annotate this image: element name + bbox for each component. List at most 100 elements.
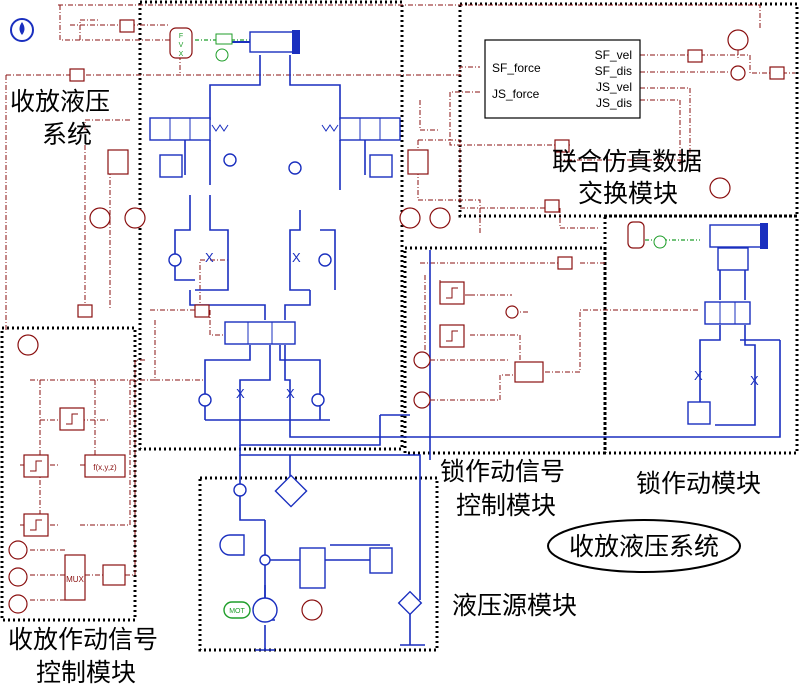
retract-signal-blocks: [69, 19, 785, 318]
mux-label: MUX: [66, 575, 84, 584]
node-check: [259, 554, 271, 566]
const-lock-2: [413, 391, 431, 409]
pressure-source-signal: [301, 599, 323, 621]
label-cosim-2: 交换模块: [578, 179, 678, 208]
label-lock-signal-2: 控制模块: [456, 491, 556, 520]
check-valve-6: [311, 393, 325, 407]
label-hydraulic-source: 液压源模块: [452, 591, 577, 620]
switch-block-left: [107, 149, 129, 175]
pressure-valve: [299, 547, 326, 589]
check-valve-5: [198, 393, 212, 407]
svg-text:X: X: [750, 373, 759, 388]
lock-directional-valve: [704, 301, 751, 325]
mux-block: [64, 554, 86, 601]
hydraulic-source-boundary: [198, 476, 439, 652]
source-left-1: [89, 207, 111, 229]
lock-cylinder-body: [717, 247, 749, 271]
cylinder-cap: [292, 30, 300, 54]
label-cosim-1: 联合仿真数据: [552, 147, 702, 176]
source-cosim: [709, 177, 731, 199]
lock-actuator-components: X X: [627, 221, 768, 425]
retract-components: X X X X F V X: [149, 27, 401, 407]
label-lock-actuator: 锁作动模块: [636, 469, 761, 498]
system-title-group: 收放液压系统: [547, 519, 741, 573]
relief-valve-source: [369, 547, 393, 574]
svg-text:X: X: [205, 250, 214, 265]
svg-text:X: X: [694, 368, 703, 383]
const-ctrl-2: [8, 567, 28, 587]
retract-cylinder: [249, 31, 299, 53]
mass-node-retract: [215, 48, 229, 62]
module-boundaries: [0, 0, 799, 652]
label-retract-hydraulic-1: 收放液压: [10, 87, 110, 116]
signal-wiring: [5, 4, 795, 601]
const-ctrl-3: [8, 594, 28, 614]
gain-block-6: [544, 199, 560, 213]
function-block-label: f(x,y,z): [93, 463, 117, 472]
sum-junction-cosim: [730, 65, 746, 81]
cosim-output-0: SF_vel: [595, 48, 632, 62]
label-lock-signal-1: 锁作动信号: [440, 457, 565, 486]
check-valve-4: [318, 253, 332, 267]
hydraulic-drop-icon[interactable]: [10, 18, 34, 42]
svg-text:F: F: [179, 33, 183, 40]
hydraulic-source-components: MOT: [219, 474, 423, 623]
cosim-block: SF_force JS_force SF_vel SF_dis JS_vel J…: [484, 39, 641, 119]
right-relief-valve: [369, 154, 393, 178]
switch-block-ctrl: [102, 564, 126, 586]
left-directional-valve: [149, 117, 211, 141]
svg-text:X: X: [179, 51, 184, 58]
source-retract-control: [17, 334, 39, 356]
cosim-input-0: SF_force: [492, 61, 541, 75]
left-relief-valve: [159, 154, 183, 178]
svg-text:X: X: [236, 386, 245, 401]
lock-cylinder: [709, 224, 766, 248]
cosim-interface-box: [484, 39, 641, 119]
source-right-1: [399, 207, 421, 229]
right-directional-valve: [339, 117, 401, 141]
gain-block-lock: [557, 256, 573, 270]
source-check-valve: [233, 483, 247, 497]
left-check-valve: [223, 153, 237, 167]
fvx-sensor-lock: [627, 221, 645, 249]
pressure-gauge-cosim: [727, 29, 749, 51]
function-block: [84, 454, 126, 478]
label-retract-hydraulic-2: 系统: [42, 120, 92, 149]
mass-node-lock: [653, 235, 667, 249]
accumulator: [219, 534, 245, 556]
const-lock-1: [413, 351, 431, 369]
label-retract-signal-2: 控制模块: [36, 658, 136, 687]
source-filter: [274, 474, 308, 508]
lock-relief-valve: [687, 401, 711, 425]
retract-signal-boundary: [0, 326, 137, 622]
right-check-valve: [288, 161, 302, 175]
system-title: 收放液压系统: [569, 532, 719, 561]
hydraulic-lines: [174, 55, 781, 651]
gain-block-2: [69, 68, 85, 82]
retract-signal-control-blocks: f(x,y,z) MUX: [8, 334, 126, 614]
cosim-boundary: [458, 2, 799, 218]
lock-signal-boundary: [403, 246, 607, 455]
retract-hydraulic-boundary: [138, 0, 404, 451]
label-retract-signal-1: 收放作动信号: [8, 625, 158, 654]
cosim-input-1: JS_force: [492, 87, 540, 101]
cosim-output-1: SF_dis: [595, 64, 632, 78]
const-ctrl-1: [8, 540, 28, 560]
source-right-2: [429, 207, 451, 229]
svg-text:X: X: [292, 250, 301, 265]
title-ellipse: [547, 519, 741, 573]
hydraulic-pump: [252, 597, 278, 623]
gain-block-3: [77, 304, 93, 318]
gain-block-4: [194, 304, 210, 318]
source-left-2: [124, 207, 146, 229]
svg-text:V: V: [179, 42, 184, 49]
module-labels: 收放液压 系统 联合仿真数据 交换模块 锁作动信号 控制模块 锁作动模块 液压源…: [8, 87, 761, 687]
gain-block-7: [687, 49, 703, 63]
cosim-output-2: JS_vel: [596, 80, 632, 94]
cosim-output-3: JS_dis: [596, 96, 632, 110]
check-valve-3: [168, 253, 182, 267]
gain-block-5: [554, 139, 570, 153]
motor-block: [223, 601, 251, 619]
fvx-sensor-retract: [169, 27, 193, 59]
